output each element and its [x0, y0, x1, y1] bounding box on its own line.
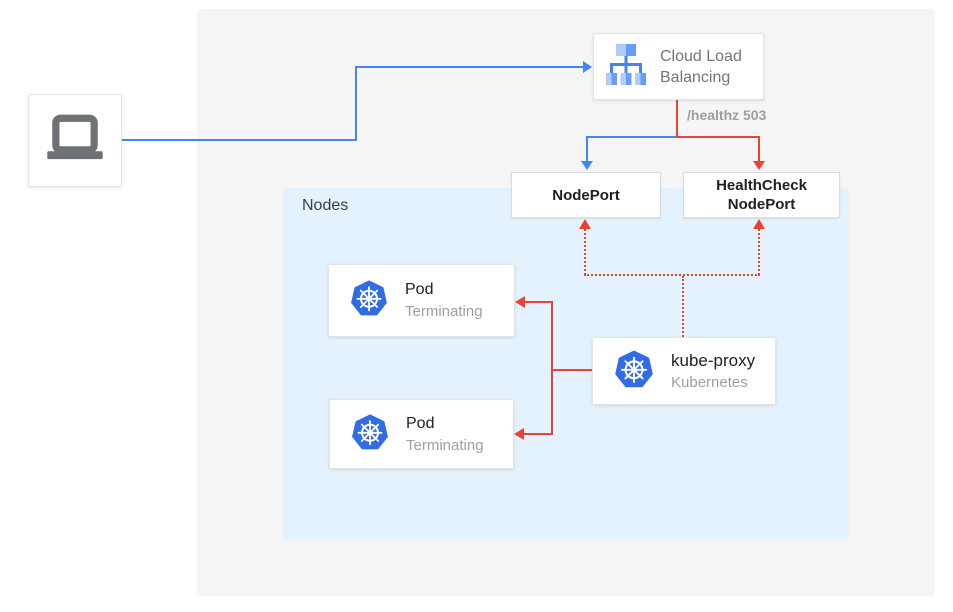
arrowhead-into-pod-1	[515, 296, 525, 308]
dotted-to-nodeport	[584, 229, 586, 275]
clb-healthcheck-line	[758, 136, 760, 161]
clb-healthcheck-line	[676, 100, 678, 138]
pod-2-status: Terminating	[406, 436, 484, 454]
arrowhead-into-nodeport	[581, 161, 593, 170]
dotted-to-healthcheck-nodeport	[758, 229, 760, 275]
clb-to-nodeport-line	[586, 136, 588, 161]
cloud-load-balancing-label: Cloud Load Balancing	[660, 47, 742, 86]
clb-to-nodeport-line	[586, 136, 678, 138]
arrowhead-into-healthcheck-nodeport	[753, 161, 765, 170]
healthz-503-label: /healthz 503	[687, 107, 767, 123]
kube-proxy-branch	[551, 369, 592, 371]
branch-to-pod-2	[523, 433, 553, 435]
pod-2-title: Pod	[406, 414, 435, 432]
cloud-load-balancing-icon	[602, 40, 650, 93]
kube-proxy-dotted-branch	[584, 274, 760, 276]
kube-proxy-subtitle: Kubernetes	[671, 373, 748, 391]
client-to-clb-line	[355, 66, 584, 68]
kubernetes-icon	[613, 348, 655, 395]
healthcheck-nodeport-label: HealthCheck NodePort	[716, 177, 807, 213]
laptop-icon	[42, 105, 108, 176]
nodeport-label: NodePort	[552, 186, 620, 204]
arrowhead-into-healthcheck-bottom	[753, 219, 765, 229]
pod-1-node: Pod Terminating	[328, 264, 515, 337]
arrowhead-into-pod-2	[514, 428, 524, 440]
arrowhead-into-clb	[583, 61, 592, 73]
client-node	[28, 94, 122, 187]
kube-proxy-dotted-stem	[682, 276, 684, 337]
client-to-clb-line	[355, 66, 357, 141]
kube-proxy-to-pods-trunk	[551, 301, 553, 435]
clb-healthcheck-line	[676, 136, 760, 138]
nodes-container-label: Nodes	[302, 197, 349, 214]
healthcheck-nodeport-node: HealthCheck NodePort	[683, 172, 840, 218]
kube-proxy-node: kube-proxy Kubernetes	[592, 337, 776, 405]
kube-proxy-title: kube-proxy	[671, 350, 756, 370]
cloud-load-balancing-node: Cloud Load Balancing	[593, 33, 764, 100]
branch-to-pod-1	[524, 301, 553, 303]
client-to-clb-line	[121, 139, 357, 141]
kubernetes-icon	[350, 412, 390, 457]
nodeport-node: NodePort	[511, 172, 661, 218]
kubernetes-icon	[349, 278, 389, 323]
pod-1-status: Terminating	[405, 303, 483, 320]
arrowhead-into-nodeport-bottom	[579, 219, 591, 229]
pod-1-title: Pod	[405, 281, 434, 298]
pod-2-node: Pod Terminating	[329, 399, 514, 469]
